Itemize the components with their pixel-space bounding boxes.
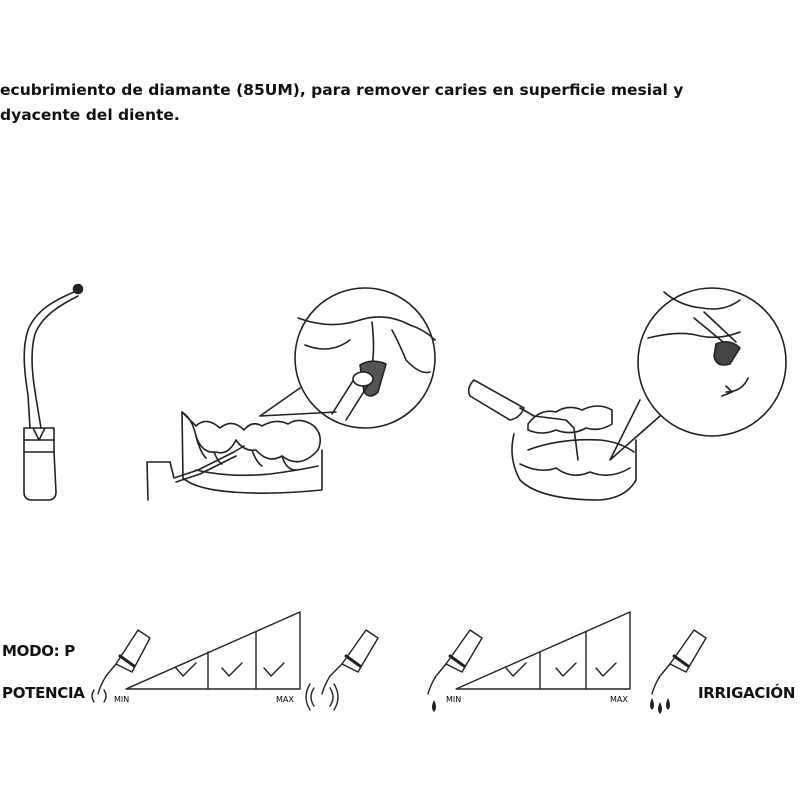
power-max-label: MAX [276,695,294,704]
vibration-icon [329,687,334,707]
scaler-tip-icon [97,629,151,695]
upper-jaw-scene [467,287,787,501]
vibration-icon [305,683,311,711]
irrigation-label: IRRIGACIÓN [698,684,796,702]
check-icon [555,662,577,677]
check-icon [263,662,285,677]
description-line-1: ecubrimiento de diamante (85UM), para re… [0,81,684,99]
check-icon [175,662,197,677]
power-label: POTENCIA [2,684,85,702]
power-min-label: MIN [114,695,129,704]
scaler-tip-icon [321,629,379,695]
check-icon [595,662,617,677]
check-icon [221,662,243,677]
vibration-icon [310,687,315,707]
irrigation-scale [455,611,631,690]
scaler-tip-icon [651,629,707,695]
vibration-icon [333,683,339,711]
vibration-icon [103,689,107,703]
water-drop-icon [432,698,670,714]
vibration-icon [91,689,95,703]
check-icon [505,662,527,677]
mode-label: MODO: P [2,642,75,660]
usage-illustrations [23,283,787,501]
settings-scales: MIN MAX MIN MAX [91,611,707,714]
lower-jaw-scene [146,287,436,501]
tip-description: ecubrimiento de diamante (85UM), para re… [0,78,700,128]
irrigation-max-label: MAX [610,695,628,704]
scaler-tip-icon [427,629,483,695]
ultrasonic-tip-drawing [23,283,84,501]
description-line-2: dyacente del diente. [0,106,180,124]
irrigation-min-label: MIN [446,695,461,704]
power-scale [125,611,301,690]
